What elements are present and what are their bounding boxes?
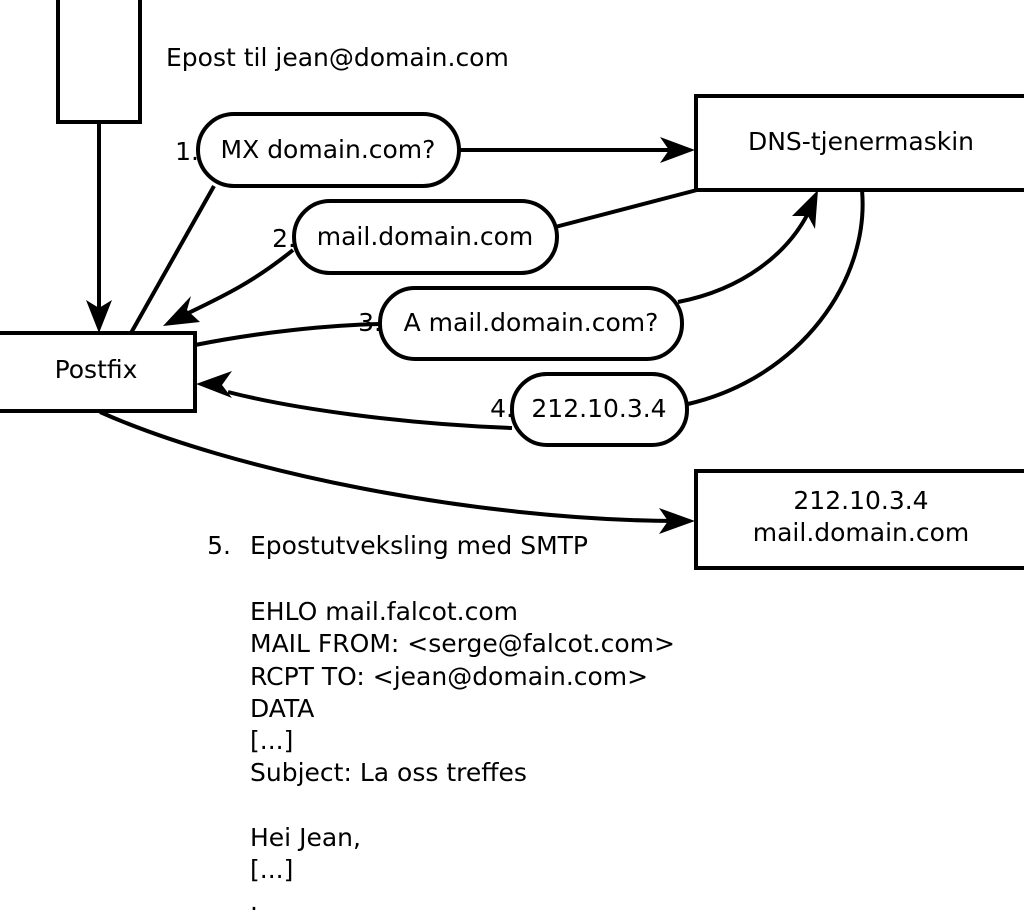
connector-step3-to-dns: [677, 190, 818, 304]
step-3-bubble[interactable]: A mail.domain.com?: [378, 286, 684, 361]
step-1-bubble[interactable]: MX domain.com?: [196, 112, 461, 188]
smtp-line-9: .: [250, 887, 258, 916]
connector-client-to-postfix: [86, 122, 112, 333]
connector-step4-to-postfix: [196, 371, 513, 430]
smtp-line-1: MAIL FROM: <serge@falcot.com>: [250, 629, 675, 658]
smtp-line-7: Hei Jean,: [250, 823, 361, 852]
step-4-bubble[interactable]: 212.10.3.4: [510, 372, 689, 447]
smtp-line-8: [...]: [250, 855, 293, 884]
client-box[interactable]: [56, 0, 142, 124]
step-3-number: 3.: [358, 308, 382, 337]
step-1-label: MX domain.com?: [221, 135, 436, 164]
connector-step1-to-dns: [459, 137, 695, 163]
step-3-label: A mail.domain.com?: [404, 308, 659, 337]
dns-server-box-label: DNS-tjenermaskin: [748, 127, 974, 156]
step-2-bubble[interactable]: mail.domain.com: [292, 199, 559, 275]
step-1-number: 1.: [175, 137, 199, 166]
connector-step2-to-postfix: [163, 248, 295, 326]
connector-postfix-to-step3: [194, 322, 382, 347]
connector-postfix-to-mailserver: [99, 410, 695, 534]
smtp-line-0: EHLO mail.falcot.com: [250, 597, 518, 626]
postfix-box[interactable]: Postfix: [0, 331, 197, 413]
smtp-line-4: [...]: [250, 726, 293, 755]
step-4-label: 212.10.3.4: [531, 394, 666, 423]
step-2-label: mail.domain.com: [317, 222, 533, 251]
mail-server-ip: 212.10.3.4: [793, 486, 928, 515]
step-5-number: 5.: [207, 531, 231, 560]
step-4-number: 4.: [490, 394, 514, 423]
connector-dns-to-step2: [535, 188, 698, 234]
mail-server-box[interactable]: 212.10.3.4 mail.domain.com: [694, 469, 1024, 570]
figure-title: Epost til jean@domain.com: [166, 43, 509, 72]
smtp-line-2: RCPT TO: <jean@domain.com>: [250, 662, 648, 691]
mail-server-hostname: mail.domain.com: [753, 518, 969, 547]
connector-postfix-to-step1: [129, 185, 216, 334]
smtp-line-3: DATA: [250, 694, 314, 723]
dns-server-box[interactable]: DNS-tjenermaskin: [694, 94, 1024, 192]
postfix-box-label: Postfix: [55, 355, 138, 384]
smtp-line-5: Subject: La oss treffes: [250, 758, 527, 787]
step-2-number: 2.: [272, 224, 296, 253]
connector-dns-to-step4: [687, 189, 865, 406]
step-5-label: Epostutveksling med SMTP: [250, 531, 588, 560]
